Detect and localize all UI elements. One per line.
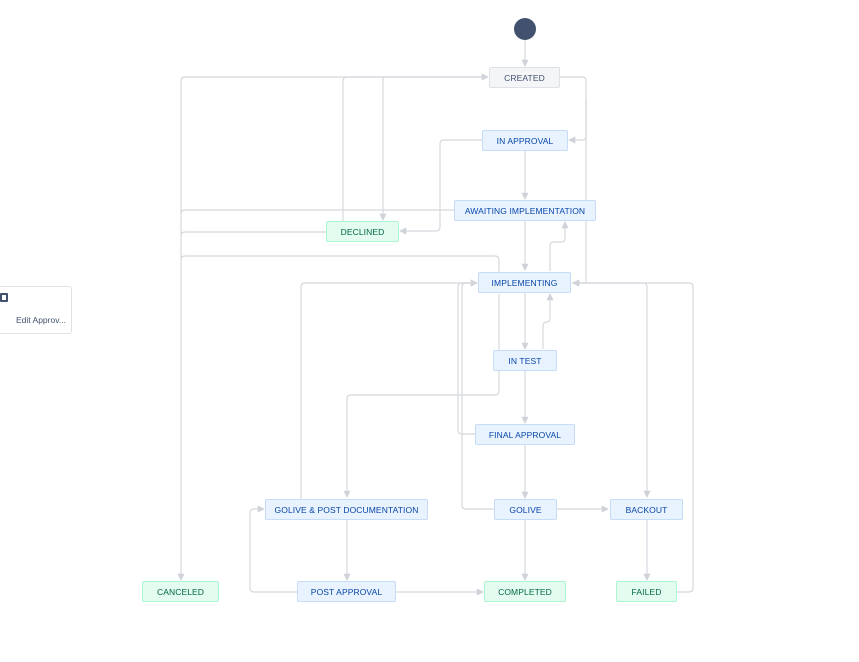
edge-final-implementing bbox=[457, 279, 478, 435]
status-failed[interactable]: FAILED bbox=[616, 581, 677, 602]
status-final-approval[interactable]: FINAL APPROVAL bbox=[475, 424, 575, 445]
status-in-test[interactable]: IN TEST bbox=[493, 350, 557, 371]
edge-failed-implementing bbox=[572, 279, 694, 593]
edge-in-test-implementing bbox=[542, 293, 554, 349]
screen-icon bbox=[0, 293, 8, 302]
status-post-approval[interactable]: POST APPROVAL bbox=[297, 581, 396, 602]
edge-post-approval-golive-post bbox=[249, 505, 297, 593]
status-golive-post-documentation[interactable]: GOLIVE & POST DOCUMENTATION bbox=[265, 499, 428, 520]
status-implementing[interactable]: IMPLEMENTING bbox=[478, 272, 571, 293]
edge-implementing-backout bbox=[572, 282, 651, 498]
edge-created-canceled bbox=[177, 76, 488, 581]
edge-golive-implementing bbox=[461, 282, 494, 510]
edge-implementing-awaiting bbox=[549, 221, 569, 271]
edge-created-implementing bbox=[572, 100, 587, 287]
status-completed[interactable]: COMPLETED bbox=[484, 581, 566, 602]
status-awaiting-implementation[interactable]: AWAITING IMPLEMENTATION bbox=[454, 200, 596, 221]
transition-panel[interactable] bbox=[0, 286, 72, 334]
edge-golive-post-implementing bbox=[300, 279, 478, 499]
status-backout[interactable]: BACKOUT bbox=[610, 499, 683, 520]
edge-awaiting-canceled bbox=[180, 209, 455, 215]
status-declined[interactable]: DECLINED bbox=[326, 221, 399, 242]
status-canceled[interactable]: CANCELED bbox=[142, 581, 219, 602]
start-node[interactable] bbox=[514, 18, 536, 40]
edge-implementing-canceled bbox=[180, 255, 500, 272]
status-golive[interactable]: GOLIVE bbox=[494, 499, 557, 520]
status-created[interactable]: CREATED bbox=[489, 67, 560, 88]
transition-label[interactable]: Edit Approv... bbox=[16, 315, 66, 325]
edge-in-approval-declined bbox=[399, 139, 482, 235]
edge-implementing-golive-post bbox=[343, 294, 500, 498]
status-in-approval[interactable]: IN APPROVAL bbox=[482, 130, 568, 151]
edge-declined-canceled bbox=[180, 231, 327, 237]
